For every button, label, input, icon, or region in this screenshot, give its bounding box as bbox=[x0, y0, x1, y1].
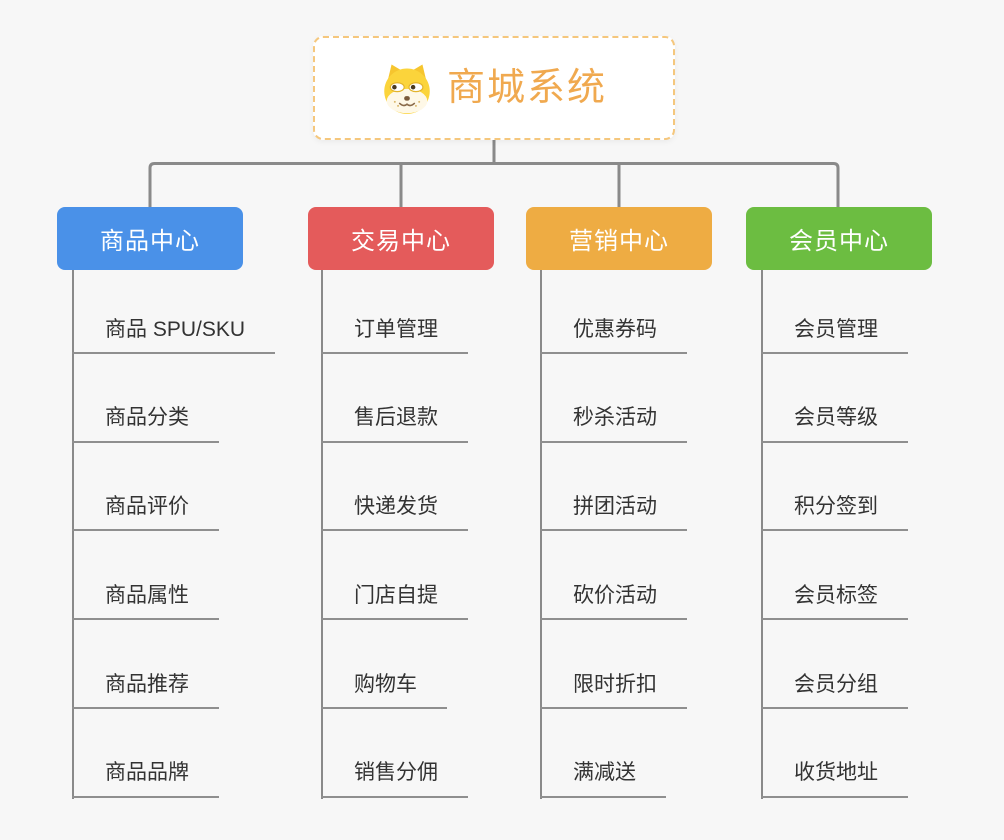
branch-product-center[interactable]: 商品中心 bbox=[57, 207, 243, 270]
node-product-spu-sku[interactable]: 商品 SPU/SKU bbox=[72, 265, 276, 354]
branch-label: 营销中心 bbox=[569, 228, 669, 255]
branch-label: 交易中心 bbox=[351, 228, 451, 255]
node-coupon-code[interactable]: 优惠券码 bbox=[540, 265, 687, 354]
node-store-pickup[interactable]: 门店自提 bbox=[321, 531, 468, 621]
node-full-reduction[interactable]: 满减送 bbox=[540, 709, 666, 798]
branch-trade-center[interactable]: 交易中心 bbox=[308, 207, 494, 270]
node-product-brand[interactable]: 商品品牌 bbox=[72, 709, 219, 798]
branch-member-center[interactable]: 会员中心 bbox=[746, 207, 932, 270]
branch-label: 商品中心 bbox=[100, 228, 200, 255]
node-product-attribute[interactable]: 商品属性 bbox=[72, 531, 219, 621]
product-center-children: 商品 SPU/SKU 商品分类 商品评价 商品属性 商品推荐 商品品牌 bbox=[72, 265, 276, 798]
root-node-label: 商城系统 bbox=[446, 67, 607, 109]
trade-center-children: 订单管理 售后退款 快递发货 门店自提 购物车 销售分佣 bbox=[321, 265, 468, 798]
node-product-review[interactable]: 商品评价 bbox=[72, 443, 219, 532]
doge-face-icon bbox=[384, 64, 430, 114]
node-member-group[interactable]: 会员分组 bbox=[761, 620, 908, 709]
node-after-sales-refund[interactable]: 售后退款 bbox=[321, 354, 468, 443]
node-member-level[interactable]: 会员等级 bbox=[761, 354, 908, 443]
node-shopping-cart[interactable]: 购物车 bbox=[321, 620, 447, 709]
root-node-mall-system[interactable]: 商城系统 bbox=[313, 36, 675, 140]
node-flash-sale[interactable]: 秒杀活动 bbox=[540, 354, 687, 443]
node-order-management[interactable]: 订单管理 bbox=[321, 265, 468, 354]
node-sales-commission[interactable]: 销售分佣 bbox=[321, 709, 468, 798]
node-member-management[interactable]: 会员管理 bbox=[761, 265, 908, 354]
node-product-category[interactable]: 商品分类 bbox=[72, 354, 219, 443]
branch-marketing-center[interactable]: 营销中心 bbox=[526, 207, 712, 270]
node-express-delivery[interactable]: 快递发货 bbox=[321, 443, 468, 532]
member-center-children: 会员管理 会员等级 积分签到 会员标签 会员分组 收货地址 bbox=[761, 265, 908, 798]
node-product-recommend[interactable]: 商品推荐 bbox=[72, 620, 219, 709]
marketing-center-children: 优惠券码 秒杀活动 拼团活动 砍价活动 限时折扣 满减送 bbox=[540, 265, 687, 798]
branch-label: 会员中心 bbox=[789, 228, 889, 255]
node-points-checkin[interactable]: 积分签到 bbox=[761, 443, 908, 532]
node-group-buy[interactable]: 拼团活动 bbox=[540, 443, 687, 532]
node-member-tag[interactable]: 会员标签 bbox=[761, 531, 908, 621]
node-shipping-address[interactable]: 收货地址 bbox=[761, 709, 908, 798]
node-limited-time-discount[interactable]: 限时折扣 bbox=[540, 620, 687, 709]
node-bargain-activity[interactable]: 砍价活动 bbox=[540, 531, 687, 621]
